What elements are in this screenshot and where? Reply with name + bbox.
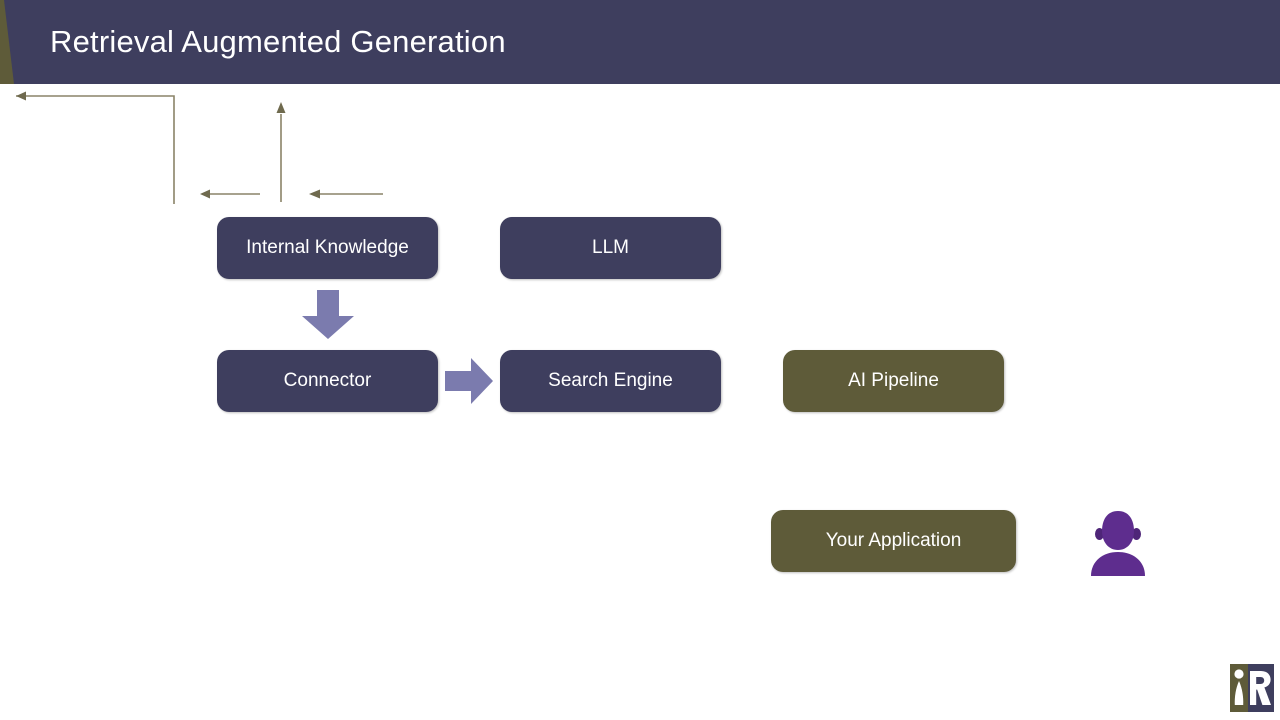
title-banner: Retrieval Augmented Generation [0, 0, 1280, 84]
node-your-application[interactable]: Your Application [771, 510, 1016, 572]
node-llm-label: LLM [592, 237, 629, 258]
node-internal-knowledge[interactable]: Internal Knowledge [217, 217, 438, 279]
node-ai-pipeline-label: AI Pipeline [848, 370, 939, 391]
page-title: Retrieval Augmented Generation [50, 24, 506, 59]
brand-logo [1230, 664, 1274, 712]
node-llm[interactable]: LLM [500, 217, 721, 279]
connector-ai-pipeline-to-llm [16, 91, 175, 204]
diagram-canvas: Internal Knowledge LLM Connector Search … [0, 84, 1280, 720]
node-ai-pipeline[interactable]: AI Pipeline [783, 350, 1004, 412]
person-icon [1091, 511, 1145, 576]
connector-your-application-to-ai-pipeline [276, 102, 286, 202]
node-search-engine-label: Search Engine [548, 370, 673, 391]
connector-user-to-your-application [309, 189, 384, 199]
node-search-engine[interactable]: Search Engine [500, 350, 721, 412]
block-arrow-down-internal-knowledge-to-connector [302, 290, 354, 339]
node-connector[interactable]: Connector [217, 350, 438, 412]
node-internal-knowledge-label: Internal Knowledge [246, 237, 409, 258]
block-arrow-right-connector-to-search-engine [445, 358, 493, 404]
connector-ai-pipeline-to-search-engine [200, 189, 261, 199]
node-your-application-label: Your Application [825, 530, 962, 551]
node-connector-label: Connector [283, 370, 372, 391]
banner-accent-wedge [0, 0, 14, 84]
